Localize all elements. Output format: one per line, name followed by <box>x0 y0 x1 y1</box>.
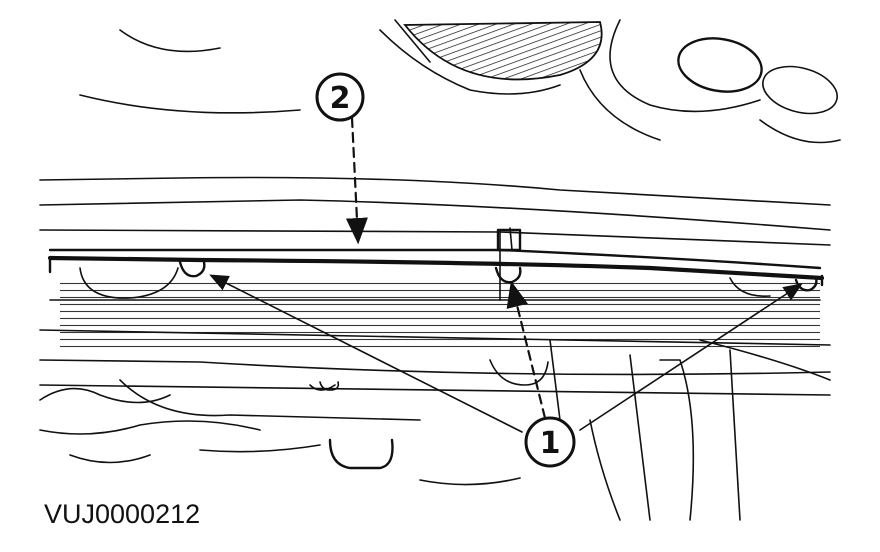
upper-component-outlines <box>79 19 841 144</box>
callout-1: 1 <box>524 416 576 468</box>
callout-leaders <box>209 116 803 433</box>
callout-2-label: 2 <box>330 81 351 116</box>
trim-strip <box>47 255 825 287</box>
callout-1-label: 1 <box>540 426 561 461</box>
figure-code: VUJ0000212 <box>44 499 200 529</box>
dashboard-panel <box>39 176 831 396</box>
lower-mechanism <box>39 339 831 521</box>
callout-2: 2 <box>315 72 365 122</box>
vent-grille <box>403 21 603 81</box>
